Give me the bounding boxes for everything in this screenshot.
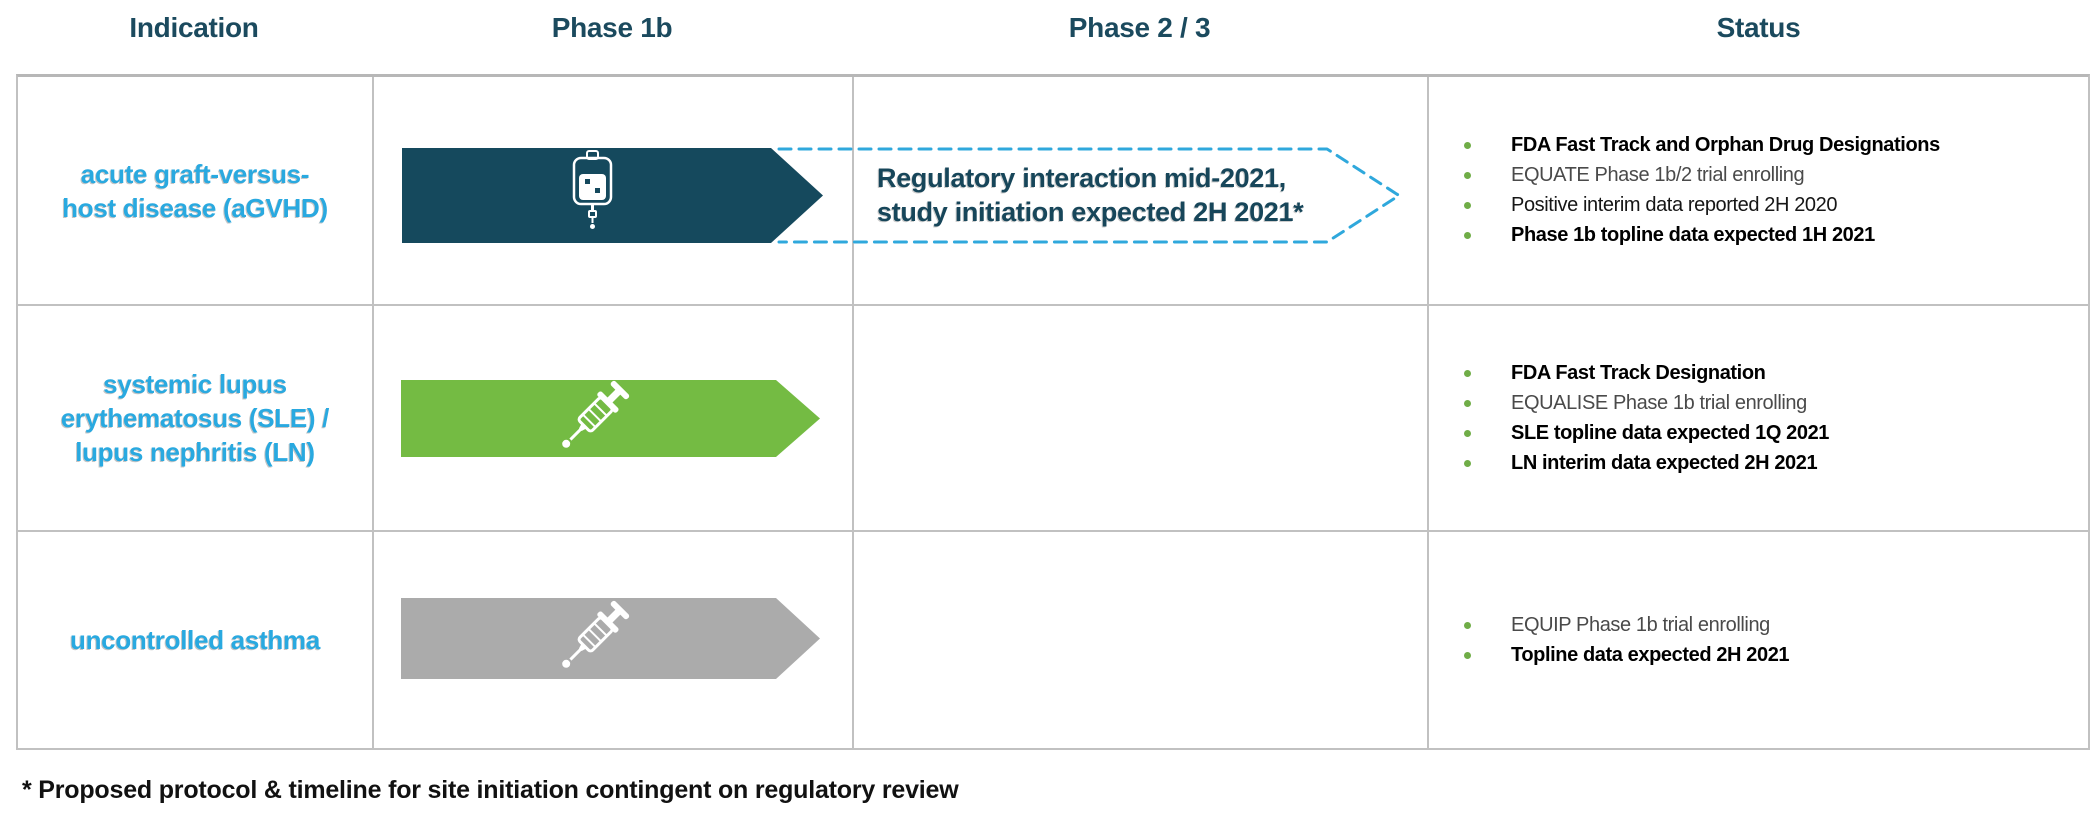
status-text: FDA Fast Track and Orphan Drug Designati… [1511,134,1940,156]
status-text: EQUALISE Phase 1b trial enrolling [1511,391,1807,414]
phase23-cell-agvhd [854,77,1429,306]
status-text: FDA Fast Track Designation [1511,361,1766,384]
column-header-phase-2-3: Phase 2 / 3 [1068,12,1211,43]
status-item: EQUATE Phase 1b/2 trial enrolling [1464,161,2088,191]
phase23-label-agvhd: Regulatory interaction mid-2021, study i… [877,163,1304,227]
status-text: Phase 1b topline data expected 1H 2021 [1511,224,1875,246]
column-header-status: Status [1716,12,1801,43]
status-cell-asthma: EQUIP Phase 1b trial enrolling Topline d… [1429,532,2088,748]
status-item: SLE topline data expected 1Q 2021 [1464,418,2088,448]
footnote: * Proposed protocol & timeline for site … [22,776,959,804]
phase1b-cell-sle-ln [374,306,854,532]
status-item: LN interim data expected 2H 2021 [1464,448,2088,478]
indication-label-agvhd: acute graft-versus- host disease (aGVHD) [62,158,328,223]
bullet-icon [1464,172,1471,179]
status-cell-sle-ln: FDA Fast Track Designation EQUALISE Phas… [1429,306,2088,532]
status-text: Positive interim data reported 2H 2020 [1511,194,1838,216]
indication-label-asthma: uncontrolled asthma [70,625,320,655]
bullet-icon [1464,399,1471,407]
phase23-cell-asthma [854,532,1429,748]
column-header-indication: Indication [129,12,259,43]
status-text: LN interim data expected 2H 2021 [1511,451,1818,474]
bullet-icon [1464,369,1471,377]
status-item: FDA Fast Track Designation [1464,358,2088,388]
bullet-icon [1464,621,1471,629]
bullet-icon [1464,429,1471,437]
status-item: EQUIP Phase 1b trial enrolling [1464,610,2088,640]
indication-cell-asthma: uncontrolled asthma [18,532,374,748]
status-item: FDA Fast Track and Orphan Drug Designati… [1464,131,2088,161]
bullet-icon [1464,459,1471,467]
status-text: SLE topline data expected 1Q 2021 [1511,421,1830,444]
bullet-icon [1464,202,1471,209]
indication-cell-agvhd: acute graft-versus- host disease (aGVHD) [18,77,374,306]
status-text: Topline data expected 2H 2021 [1511,643,1790,666]
indication-cell-sle-ln: systemic lupus erythematosus (SLE) / lup… [18,306,374,532]
status-text: EQUATE Phase 1b/2 trial enrolling [1511,164,1805,186]
status-item: EQUALISE Phase 1b trial enrolling [1464,388,2088,418]
indication-label-sle-ln: systemic lupus erythematosus (SLE) / lup… [60,369,330,467]
status-item: Positive interim data reported 2H 2020 [1464,191,2088,221]
pipeline-table: acute graft-versus- host disease (aGVHD)… [16,74,2090,750]
bullet-icon [1464,142,1471,149]
phase23-cell-sle-ln [854,306,1429,532]
bullet-icon [1464,232,1471,239]
phase1b-cell-asthma [374,532,854,748]
column-header-phase-1b: Phase 1b [551,12,673,43]
status-item: Topline data expected 2H 2021 [1464,640,2088,670]
bullet-icon [1464,651,1471,659]
phase1b-cell-agvhd [374,77,854,306]
status-text: EQUIP Phase 1b trial enrolling [1511,613,1770,636]
status-cell-agvhd: FDA Fast Track and Orphan Drug Designati… [1429,77,2088,306]
status-item: Phase 1b topline data expected 1H 2021 [1464,221,2088,251]
